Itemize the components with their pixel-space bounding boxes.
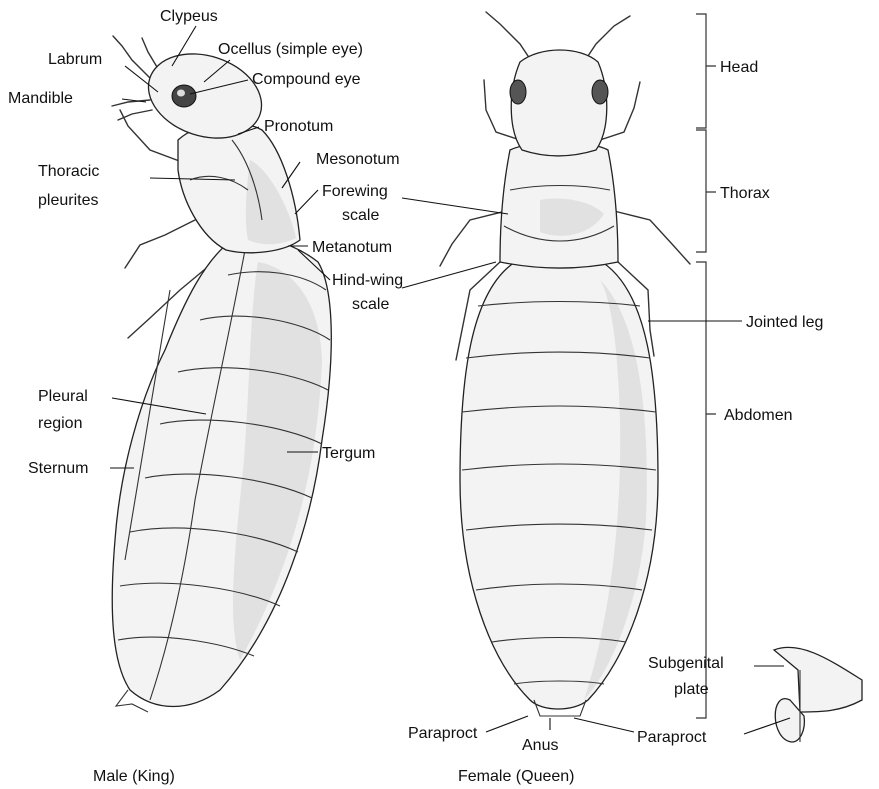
label-paraproct-left: Paraproct xyxy=(408,725,478,742)
label-compound-eye: Compound eye xyxy=(252,71,361,88)
label-head: Head xyxy=(720,59,758,76)
label-pleural-region-1: Pleural xyxy=(38,388,88,405)
label-subgenital-plate-1: Subgenital xyxy=(648,655,724,672)
label-paraproct-right: Paraproct xyxy=(637,729,707,746)
caption-male: Male (King) xyxy=(93,768,175,785)
label-jointed-leg: Jointed leg xyxy=(746,314,823,331)
female-termite-illustration xyxy=(440,12,690,716)
label-forewing-scale-1: Forewing xyxy=(322,183,388,200)
subgenital-inset-illustration xyxy=(774,647,862,742)
label-mandible: Mandible xyxy=(8,90,73,107)
caption-female: Female (Queen) xyxy=(458,768,575,785)
label-pronotum: Pronotum xyxy=(264,118,333,135)
label-thorax: Thorax xyxy=(720,185,770,202)
male-termite-illustration xyxy=(112,36,331,712)
label-pleural-region-2: region xyxy=(38,415,82,432)
label-hindwing-scale-1: Hind-wing xyxy=(332,272,403,289)
label-clypeus: Clypeus xyxy=(160,8,218,25)
label-labrum: Labrum xyxy=(48,51,102,68)
label-sternum: Sternum xyxy=(28,460,88,477)
label-mesonotum: Mesonotum xyxy=(316,151,400,168)
abdomen-bracket xyxy=(696,262,716,718)
head-bracket xyxy=(696,14,716,128)
label-subgenital-plate-2: plate xyxy=(674,681,709,698)
label-thoracic-pleurites-1: Thoracic xyxy=(38,163,99,180)
thorax-bracket xyxy=(696,130,716,252)
label-metanotum: Metanotum xyxy=(312,239,392,256)
label-abdomen: Abdomen xyxy=(724,407,793,424)
label-hindwing-scale-2: scale xyxy=(352,296,389,313)
label-tergum: Tergum xyxy=(322,445,375,462)
label-ocellus: Ocellus (simple eye) xyxy=(218,41,363,58)
label-anus: Anus xyxy=(522,737,558,754)
label-thoracic-pleurites-2: pleurites xyxy=(38,192,98,209)
label-forewing-scale-2: scale xyxy=(342,207,379,224)
